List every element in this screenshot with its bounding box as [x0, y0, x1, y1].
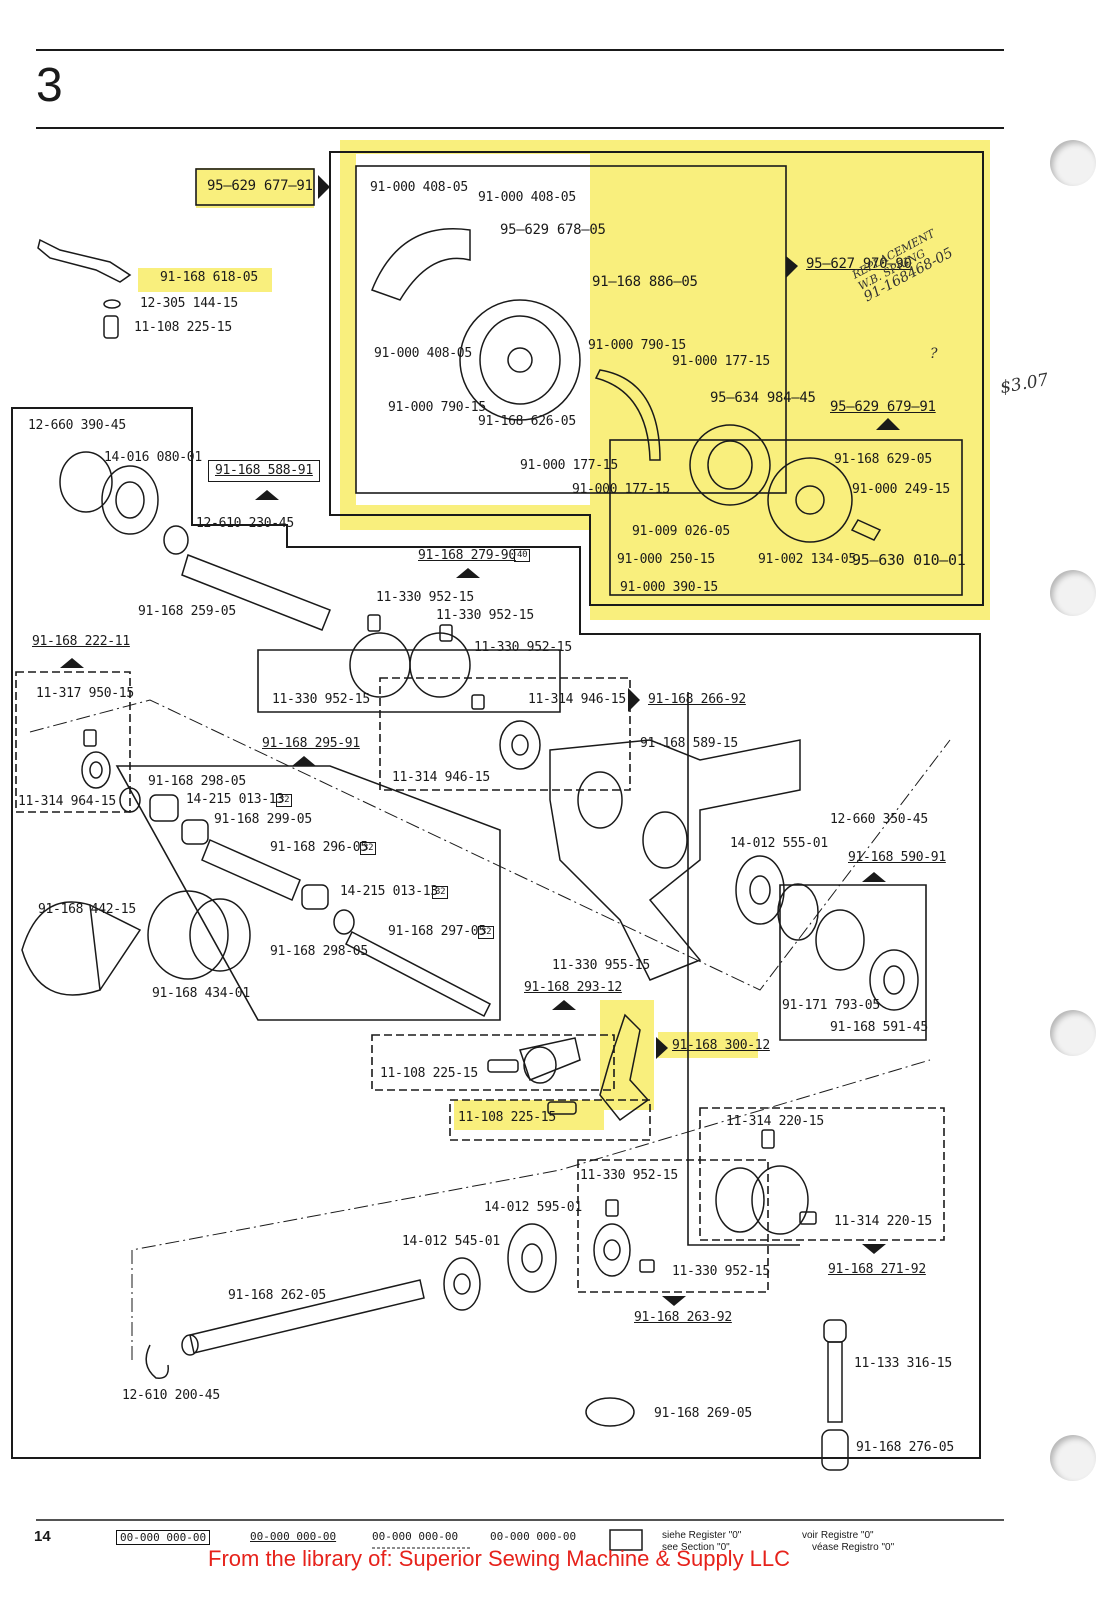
part-label: 91-168 618-05 [160, 270, 258, 285]
part-label: 11-330 952-15 [474, 640, 572, 655]
part-label: 95–634 984–45 [710, 390, 816, 406]
part-label: 14-012 545-01 [402, 1234, 500, 1249]
part-label: 91-002 134-05 [758, 552, 856, 567]
part-label: 91-168 300-12 [672, 1038, 770, 1053]
part-label: 11-314 946-15 [392, 770, 490, 785]
legend-dashed-code: 00-000 000-00 [372, 1530, 459, 1543]
part-label: 91-168 266-92 [648, 692, 746, 707]
binder-hole-2 [1050, 570, 1096, 616]
part-label: 91-168 434-01 [152, 986, 250, 1001]
part-label: 12-610 200-45 [122, 1388, 220, 1403]
part-label: 91-168 589-15 [640, 736, 738, 751]
part-label: 11-317 950-15 [36, 686, 134, 701]
section-ref: 32 [432, 886, 449, 899]
binder-hole-4 [1050, 1435, 1096, 1481]
part-label: 95–630 010–01 [852, 551, 966, 569]
part-label: 14-016 080-01 [104, 450, 202, 465]
part-label: 95–629 677–91 [207, 178, 313, 194]
part-label: 91-168 295-91 [262, 736, 360, 751]
register-english: see Section "0" [662, 1542, 730, 1553]
part-label: 12-610 230-45 [196, 516, 294, 531]
part-label: 91-000 790-15 [388, 400, 486, 415]
part-label: 11-108 225-15 [134, 320, 232, 335]
part-label: 91-168 442-15 [38, 902, 136, 917]
part-label: 91-000 790-15 [588, 338, 686, 353]
part-label: 91-168 276-05 [856, 1440, 954, 1455]
part-label: 91–168 886–05 [592, 274, 698, 290]
part-label: 91-168 296-05 [270, 840, 368, 855]
section-ref: 32 [478, 926, 495, 939]
part-label: 91-168 279-90 [418, 548, 516, 563]
part-label: 11-314 220-15 [726, 1114, 824, 1129]
part-label: 11-330 952-15 [436, 608, 534, 623]
part-label: 91-168 222-11 [32, 634, 130, 649]
page-number: 14 [34, 1528, 51, 1545]
part-label: 14-012 595-01 [484, 1200, 582, 1215]
part-label: 11-330 952-15 [376, 590, 474, 605]
part-label: 91-168 259-05 [138, 604, 236, 619]
part-label: 14-215 013-13 [186, 792, 284, 807]
part-label: 12-660 350-45 [830, 812, 928, 827]
part-label: 91-168 297-05 [388, 924, 486, 939]
part-label: 91-000 177-15 [520, 458, 618, 473]
binder-hole-3 [1050, 1010, 1096, 1056]
legend-boxed-code: 00-000 000-00 [116, 1530, 211, 1545]
part-label: 95–629 679–91 [830, 399, 936, 415]
part-label: 11-330 952-15 [672, 1264, 770, 1279]
part-label: 91-168 590-91 [848, 850, 946, 865]
handwritten-question: ? [930, 346, 938, 362]
part-label: 11-108 225-15 [380, 1066, 478, 1081]
register-spanish: véase Registro "0" [812, 1542, 895, 1553]
part-label: 91-168 588-91 [208, 460, 320, 482]
part-label: 11-133 316-15 [854, 1356, 952, 1371]
part-label: 91-000 390-15 [620, 580, 718, 595]
part-label: 91-000 249-15 [852, 482, 950, 497]
part-label: 14-012 555-01 [730, 836, 828, 851]
part-label: 91-168 298-05 [270, 944, 368, 959]
part-label: 11-314 964-15 [18, 794, 116, 809]
part-label: 11-314 946-15 [528, 692, 626, 707]
register-french: voir Registre "0" [802, 1530, 874, 1541]
part-label: 91-168 262-05 [228, 1288, 326, 1303]
part-label: 91-168 263-92 [634, 1310, 732, 1325]
part-label: 12-305 144-15 [140, 296, 238, 311]
part-label: 91-000 408-05 [374, 346, 472, 361]
part-label: 91-168 629-05 [834, 452, 932, 467]
part-label: 91-168 298-05 [148, 774, 246, 789]
legend-underlined-code: 00-000 000-00 [250, 1530, 337, 1543]
part-label: 91-168 591-45 [830, 1020, 928, 1035]
part-label: 11-330 952-15 [580, 1168, 678, 1183]
part-label: 14-215 013-13 [340, 884, 438, 899]
part-label: 11-330 952-15 [272, 692, 370, 707]
part-label: 91-000 408-05 [478, 190, 576, 205]
part-label: 91-168 271-92 [828, 1262, 926, 1277]
binder-hole-1 [1050, 140, 1096, 186]
part-label: 91-168 299-05 [214, 812, 312, 827]
part-label: 91-000 408-05 [370, 180, 468, 195]
section-ref: 32 [276, 794, 293, 807]
highlight-layer [138, 140, 990, 1130]
part-label: 91-168 269-05 [654, 1406, 752, 1421]
part-label: 91-171 793-05 [782, 998, 880, 1013]
part-label: 91-009 026-05 [632, 524, 730, 539]
part-label: 91-000 177-15 [672, 354, 770, 369]
part-label: 95–627 970–90 [806, 256, 912, 272]
part-label: 91-168 626-05 [478, 414, 576, 429]
part-label: 95–629 678–05 [500, 222, 606, 238]
section-ref: 32 [360, 842, 377, 855]
section-number: 3 [36, 59, 63, 112]
legend-plain-code: 00-000 000-00 [490, 1530, 577, 1543]
part-label: 11-108 225-15 [458, 1110, 556, 1125]
part-label: 91-000 250-15 [617, 552, 715, 567]
part-label: 12-660 390-45 [28, 418, 126, 433]
part-label: 11-314 220-15 [834, 1214, 932, 1229]
part-label: 91-000 177-15 [572, 482, 670, 497]
section-ref: 40 [514, 549, 531, 562]
part-label: 11-330 955-15 [552, 958, 650, 973]
library-watermark: From the library of: Superior Sewing Mac… [208, 1546, 791, 1571]
register-german: siehe Register "0" [662, 1530, 742, 1541]
part-label: 91-168 293-12 [524, 980, 622, 995]
